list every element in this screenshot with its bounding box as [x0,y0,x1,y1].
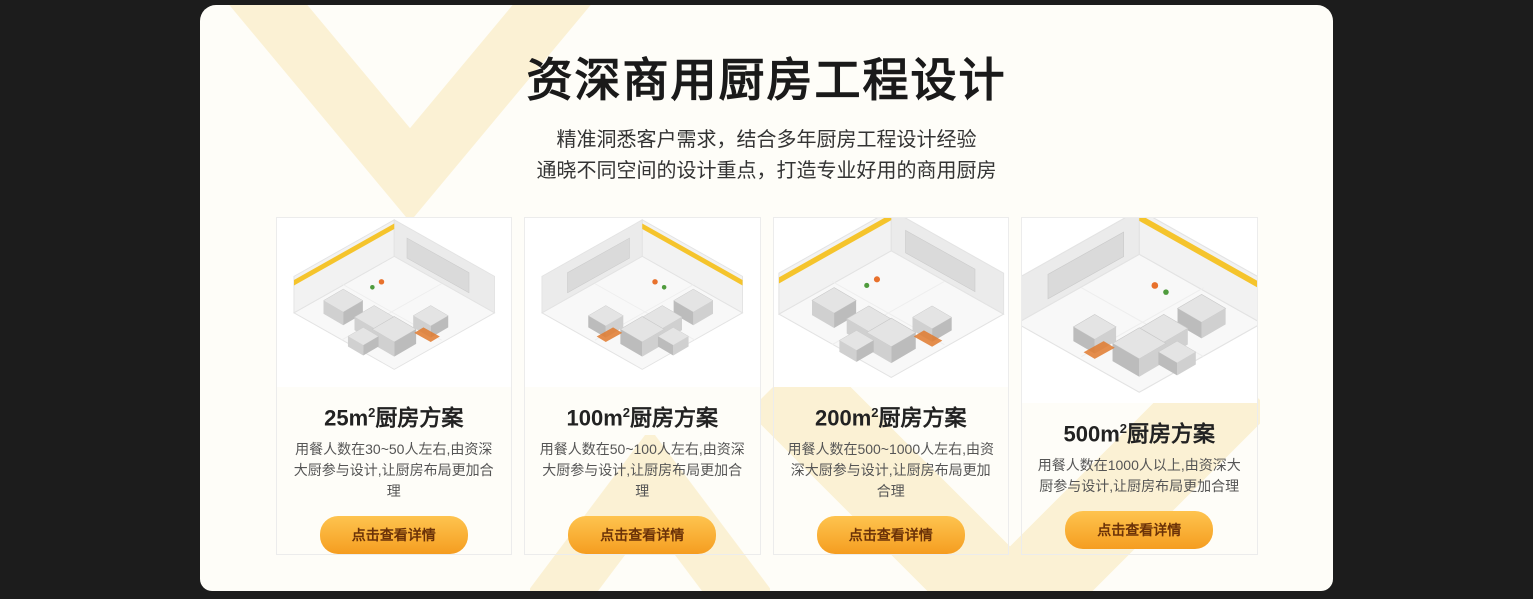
card-title-suffix: 厨房方案 [630,405,719,430]
card-title: 500m2厨房方案 [1063,415,1215,448]
view-details-button[interactable]: 点击查看详情 [1065,511,1214,550]
kitchen-plan-cards: 25m2厨房方案 用餐人数在30~50人左右,由资深大厨参与设计,让厨房布局更加… [275,217,1258,555]
card-size-sup: 2 [871,404,879,420]
content-panel: 资深商用厨房工程设计 精准洞悉客户需求，结合多年厨房工程设计经验 通晓不同空间的… [200,5,1333,591]
card-size: 100m [566,405,623,430]
card-title: 100m2厨房方案 [566,399,718,432]
kitchen-plan-card-100m2: 100m2厨房方案 用餐人数在50~100人左右,由资深大厨参与设计,让厨房布局… [524,217,761,555]
subtitle-line-2: 通晓不同空间的设计重点，打造专业好用的商用厨房 [536,160,997,182]
card-size: 500m [1063,421,1120,447]
kitchen-plan-card-25m2: 25m2厨房方案 用餐人数在30~50人左右,由资深大厨参与设计,让厨房布局更加… [275,217,512,555]
card-title-suffix: 厨房方案 [1127,421,1216,447]
card-size: 25m [324,405,369,430]
card-size-sup: 2 [1119,421,1127,436]
card-description: 用餐人数在50~100人左右,由资深大厨参与设计,让厨房布局更加合理 [539,441,745,499]
kitchen-render-image [1022,218,1257,403]
subtitle-line-1: 精准洞悉客户需求，结合多年厨房工程设计经验 [556,129,977,151]
kitchen-render-image [773,218,1008,387]
panel-content: 资深商用厨房工程设计 精准洞悉客户需求，结合多年厨房工程设计经验 通晓不同空间的… [200,5,1333,555]
card-title: 25m2厨房方案 [324,399,463,432]
card-title-suffix: 厨房方案 [878,405,967,430]
card-title: 200m2厨房方案 [815,399,967,432]
page-title: 资深商用厨房工程设计 [526,54,1007,106]
view-details-button[interactable]: 点击查看详情 [319,516,468,554]
card-title-suffix: 厨房方案 [375,405,464,430]
view-details-button[interactable]: 点击查看详情 [816,516,965,554]
card-description: 用餐人数在30~50人左右,由资深大厨参与设计,让厨房布局更加合理 [293,441,494,499]
card-size-sup: 2 [622,404,630,420]
card-description: 用餐人数在500~1000人左右,由资深大厨参与设计,让厨房布局更加合理 [787,441,995,499]
view-details-button[interactable]: 点击查看详情 [568,516,717,554]
card-size-sup: 2 [368,404,376,420]
card-size: 200m [814,405,872,430]
kitchen-render-image [276,218,511,387]
card-description: 用餐人数在1000人以上,由资深大厨参与设计,让厨房布局更加合理 [1037,457,1241,495]
kitchen-plan-card-200m2: 200m2厨房方案 用餐人数在500~1000人左右,由资深大厨参与设计,让厨房… [772,217,1009,555]
kitchen-render-image [525,218,760,387]
kitchen-plan-card-500m2: 500m2厨房方案 用餐人数在1000人以上,由资深大厨参与设计,让厨房布局更加… [1021,217,1258,555]
